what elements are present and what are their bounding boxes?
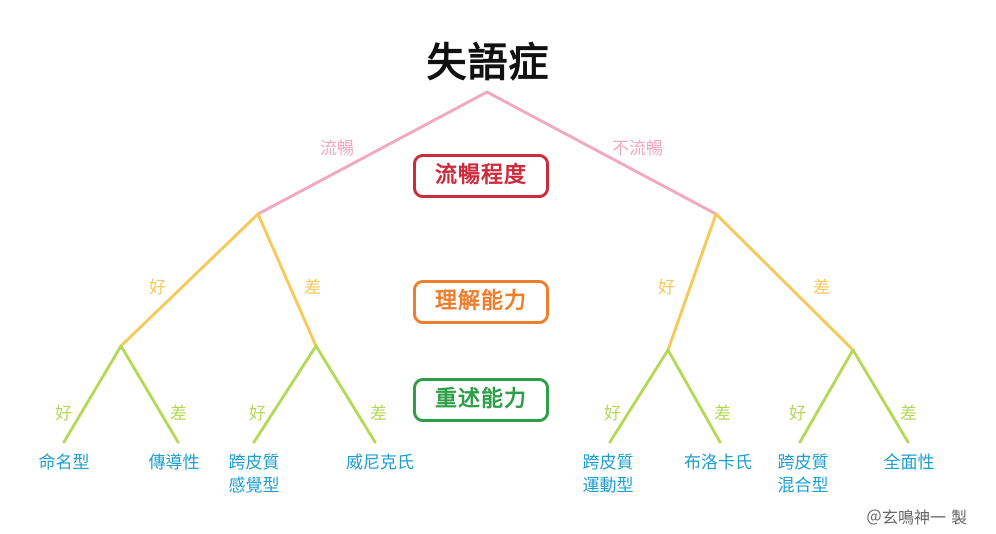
branch-line-transcortical-motor (608, 348, 670, 444)
leaf-transcortical-motor: 跨皮質 運動型 (568, 452, 648, 498)
criterion-repetition: 重述能力 (413, 378, 549, 422)
branch-line-fluent-good (119, 212, 260, 348)
leaf-transcortical-sensory: 跨皮質 感覺型 (214, 452, 294, 498)
leaf-line: 跨皮質 (582, 453, 634, 473)
author-credit: ＠玄鳴神一 製 (866, 508, 968, 527)
branch-line-nonfluent-good (666, 212, 718, 352)
leaf-line: 感覺型 (228, 476, 280, 496)
diagram-title: 失語症 (426, 40, 550, 86)
edge-label-transcortical-motor: 好 (604, 404, 621, 424)
edge-label-transcortical-mixed: 好 (789, 404, 806, 424)
edge-label-global: 差 (900, 404, 917, 424)
branch-line-nonfluent (485, 90, 718, 216)
edge-label-fluent: 流暢 (320, 139, 354, 159)
branch-line-nonfluent-poor (714, 212, 855, 352)
branch-line-fluent-poor (256, 212, 318, 348)
leaf-line: 命名型 (38, 453, 90, 473)
edge-label-nonfluent-poor: 差 (813, 278, 830, 298)
branch-line-global (851, 348, 910, 444)
edge-label-nonfluent-good: 好 (658, 278, 675, 298)
leaf-transcortical-mixed: 跨皮質 混合型 (763, 452, 843, 498)
edge-label-fluent-poor: 差 (304, 278, 321, 298)
edge-label-wernicke: 差 (370, 404, 387, 424)
branch-line-transcortical-sensory (252, 344, 318, 444)
edge-label-nonfluent: 不流暢 (612, 139, 663, 159)
edge-label-conduction: 差 (170, 404, 187, 424)
leaf-line: 傳導性 (148, 453, 200, 473)
branch-line-fluent (256, 90, 489, 216)
leaf-line: 混合型 (777, 476, 829, 496)
leaf-line: 全面性 (883, 453, 935, 473)
leaf-broca: 布洛卡氏 (673, 452, 763, 475)
leaf-line: 布洛卡氏 (684, 453, 752, 473)
branch-line-broca (666, 348, 722, 444)
branch-line-anomic (62, 344, 123, 444)
leaf-wernicke: 威尼克氏 (335, 452, 425, 475)
criterion-comprehension: 理解能力 (413, 280, 549, 324)
leaf-line: 跨皮質 (228, 453, 280, 473)
criterion-fluency: 流暢程度 (413, 154, 549, 198)
edge-label-fluent-good: 好 (149, 278, 166, 298)
leaf-global: 全面性 (869, 452, 949, 475)
branch-line-transcortical-mixed (798, 348, 855, 444)
leaf-conduction: 傳導性 (134, 452, 214, 475)
leaf-line: 運動型 (582, 476, 634, 496)
leaf-line: 跨皮質 (777, 453, 829, 473)
edge-label-transcortical-sensory: 好 (249, 404, 266, 424)
edge-label-broca: 差 (714, 404, 731, 424)
branch-line-conduction (119, 344, 180, 444)
leaf-line: 威尼克氏 (346, 453, 414, 473)
branch-line-wernicke (314, 344, 377, 444)
edge-label-anomic: 好 (55, 404, 72, 424)
leaf-anomic: 命名型 (24, 452, 104, 475)
